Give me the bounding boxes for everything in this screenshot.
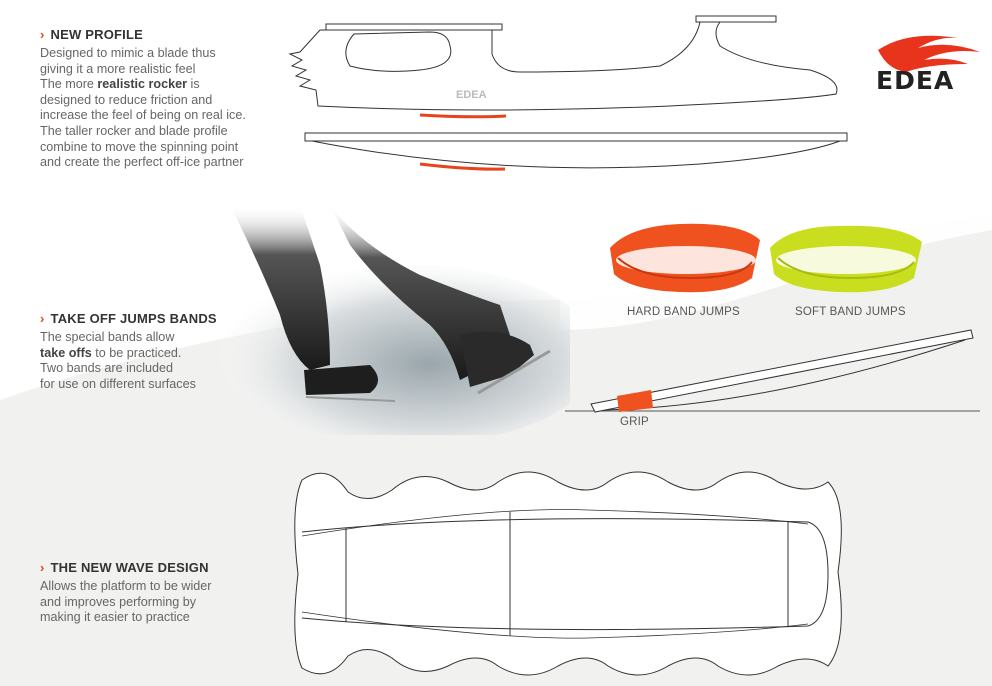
grip-illustration xyxy=(565,329,980,413)
hard-band xyxy=(610,223,760,293)
chevron-right-icon: › xyxy=(40,560,45,575)
chevron-right-icon: › xyxy=(40,311,45,326)
new-profile-section: › NEW PROFILE Designed to mimic a blade … xyxy=(40,27,246,171)
section-title: THE NEW WAVE DESIGN xyxy=(50,560,209,575)
logo-text: EDEA xyxy=(876,66,955,95)
soft-band-caption: SOFT BAND JUMPS xyxy=(795,306,906,318)
section-description: Designed to mimic a blade thus giving it… xyxy=(40,46,246,170)
section-title: TAKE OFF JUMPS BANDS xyxy=(50,311,217,326)
hard-band-caption: HARD BAND JUMPS xyxy=(627,306,740,318)
section-description: The special bands allow take offs to be … xyxy=(40,330,196,391)
jump-bands-illustration xyxy=(610,223,922,293)
rocker-profile-drawing xyxy=(304,132,848,171)
wave-design-section: › THE NEW WAVE DESIGN Allows the platfor… xyxy=(40,560,212,626)
soft-band xyxy=(770,225,922,293)
section-title: NEW PROFILE xyxy=(50,27,144,42)
grip-caption: GRIP xyxy=(620,416,649,428)
take-off-bands-section: › TAKE OFF JUMPS BANDS The special bands… xyxy=(40,311,217,392)
wave-platform-drawing xyxy=(294,471,842,676)
edea-logo xyxy=(878,35,980,72)
section-description: Allows the platform to be wider and impr… xyxy=(40,579,212,625)
chevron-right-icon: › xyxy=(40,27,45,42)
skater-legs-photo xyxy=(220,205,570,435)
blade-profile-drawing: EDEA xyxy=(288,15,838,119)
blade-brand-mark: EDEA xyxy=(456,89,487,101)
